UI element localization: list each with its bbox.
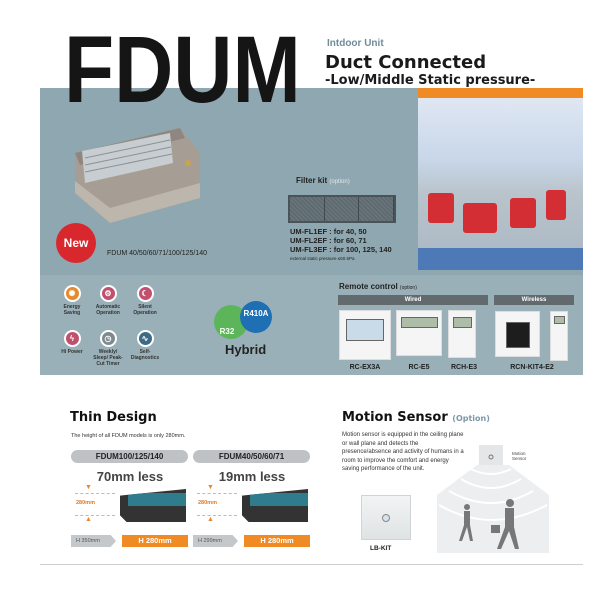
new-height: H 280mm [244, 535, 310, 547]
motion-sensor-title: Motion Sensor (Option) [342, 410, 490, 425]
new-badge: New [56, 223, 96, 263]
category-label: Intdoor Unit [327, 38, 384, 49]
new-height: H 280mm [122, 535, 188, 547]
feature-label: Weekly/ Sleep/ Peak-Cut Timer [93, 349, 123, 367]
thin-design-title: Thin Design [70, 410, 157, 425]
filter-kit-list: UM-FL1EF : for 40, 50 UM-FL2EF : for 60,… [290, 227, 392, 263]
r410a-text: R410A [244, 309, 269, 318]
dimension-line [197, 493, 237, 494]
reduction-label: 19mm less [218, 469, 286, 484]
feature-label: Energy Saving [63, 304, 81, 316]
old-height: H 299mm [193, 535, 238, 547]
remote-option: (option) [399, 285, 417, 291]
rc-e5-image [396, 310, 442, 356]
filter-kit-label: Filter kit [296, 176, 328, 185]
remote-model: RCN-KIT4-E2 [510, 364, 554, 371]
feature-hi-power: ϟ Hi Power [55, 330, 89, 355]
brand-title: FDUM [64, 18, 301, 123]
dimension-line [75, 493, 115, 494]
remote-title: Remote control (option) [339, 282, 417, 291]
timer-icon: ◷ [99, 330, 117, 347]
remote-model: RC-EX3A [349, 364, 381, 371]
rch-e3-image [448, 310, 476, 358]
gym-photo [418, 88, 583, 270]
feature-label: Hi Power [61, 349, 83, 355]
arrow-down-icon: ▼ [85, 484, 92, 491]
lightning-icon: ϟ [63, 330, 81, 347]
filter-kit-image [288, 195, 396, 223]
feature-self-diagnostics: ∿ Self-Diagnostics [128, 330, 162, 361]
dimension-line [197, 515, 237, 516]
feature-label: Self-Diagnostics [130, 349, 160, 361]
motion-sensor-label: Motion Sensor [512, 451, 527, 461]
rcn-kit4-e2-image [495, 311, 540, 357]
wired-header: Wired [338, 295, 488, 305]
r32-text: R32 [220, 327, 235, 336]
wireless-header: Wireless [494, 295, 574, 305]
dimension-line [75, 515, 115, 516]
moon-icon: ☾ [136, 285, 154, 302]
arrow-up-icon: ▲ [207, 516, 214, 523]
feature-silent-operation: ☾ Silent Operation [128, 285, 162, 316]
filter-item: UM-FL1EF : for 40, 50 [290, 227, 367, 236]
filter-kit-title: Filter kit (option) [296, 176, 350, 185]
feature-energy-saving: ✺ Energy Saving [55, 285, 89, 316]
unit-profile-image [242, 489, 308, 522]
pulse-icon: ∿ [136, 330, 154, 347]
rc-ex3a-image [339, 310, 391, 360]
old-height: H 350mm [71, 535, 116, 547]
reduction-label: 70mm less [96, 469, 164, 484]
bottom-divider [40, 564, 583, 565]
remote-model: RC-E5 [408, 364, 430, 371]
feature-label: Silent Operation [133, 304, 157, 316]
feature-label: Automatic Operation [95, 304, 121, 316]
feature-automatic-operation: ⚙ Automatic Operation [91, 285, 125, 316]
filter-item: UM-FL2EF : for 60, 71 [290, 236, 367, 245]
filter-kit-option: (option) [329, 179, 350, 185]
lightbulb-icon: ✺ [63, 285, 81, 302]
filter-note: external static pressure ≤60.5Pa [290, 256, 355, 261]
wireless-remote-image [550, 311, 568, 361]
motion-sensor-description: Motion sensor is equipped in the ceiling… [342, 432, 464, 472]
unit-profile-image [120, 489, 186, 522]
dimension-label: 280mm [76, 500, 95, 506]
group-models: FDUM100/125/140 [71, 450, 188, 463]
hybrid-label: Hybrid [225, 342, 267, 357]
motion-sensor-title-text: Motion Sensor [342, 410, 448, 425]
lb-kit-image [361, 495, 411, 540]
filter-item: UM-FL3EF : for 100, 125, 140 [290, 245, 392, 254]
thin-design-description: The height of all FDUM models is only 28… [71, 433, 186, 439]
indoor-unit-image [75, 128, 200, 223]
lb-kit-label: LB-KIT [370, 545, 392, 552]
features-panel [40, 275, 583, 375]
remote-title-text: Remote control [339, 282, 398, 291]
page-subtitle: -Low/Middle Static pressure- [325, 73, 536, 88]
unit-models: FDUM 40/50/60/71/100/125/140 [107, 250, 208, 257]
feature-timer: ◷ Weekly/ Sleep/ Peak-Cut Timer [91, 330, 125, 367]
refrigerant-logo: R410A R32 [214, 301, 272, 339]
motion-sensor-option: (Option) [452, 414, 490, 423]
dimension-label: 280mm [198, 500, 217, 506]
motion-sensor-diagram [437, 445, 549, 553]
arrow-down-icon: ▼ [207, 484, 214, 491]
remote-model: RCH-E3 [450, 364, 478, 371]
auto-icon: ⚙ [99, 285, 117, 302]
page-title: Duct Connected [325, 52, 487, 73]
group-models: FDUM40/50/60/71 [193, 450, 310, 463]
arrow-up-icon: ▲ [85, 516, 92, 523]
